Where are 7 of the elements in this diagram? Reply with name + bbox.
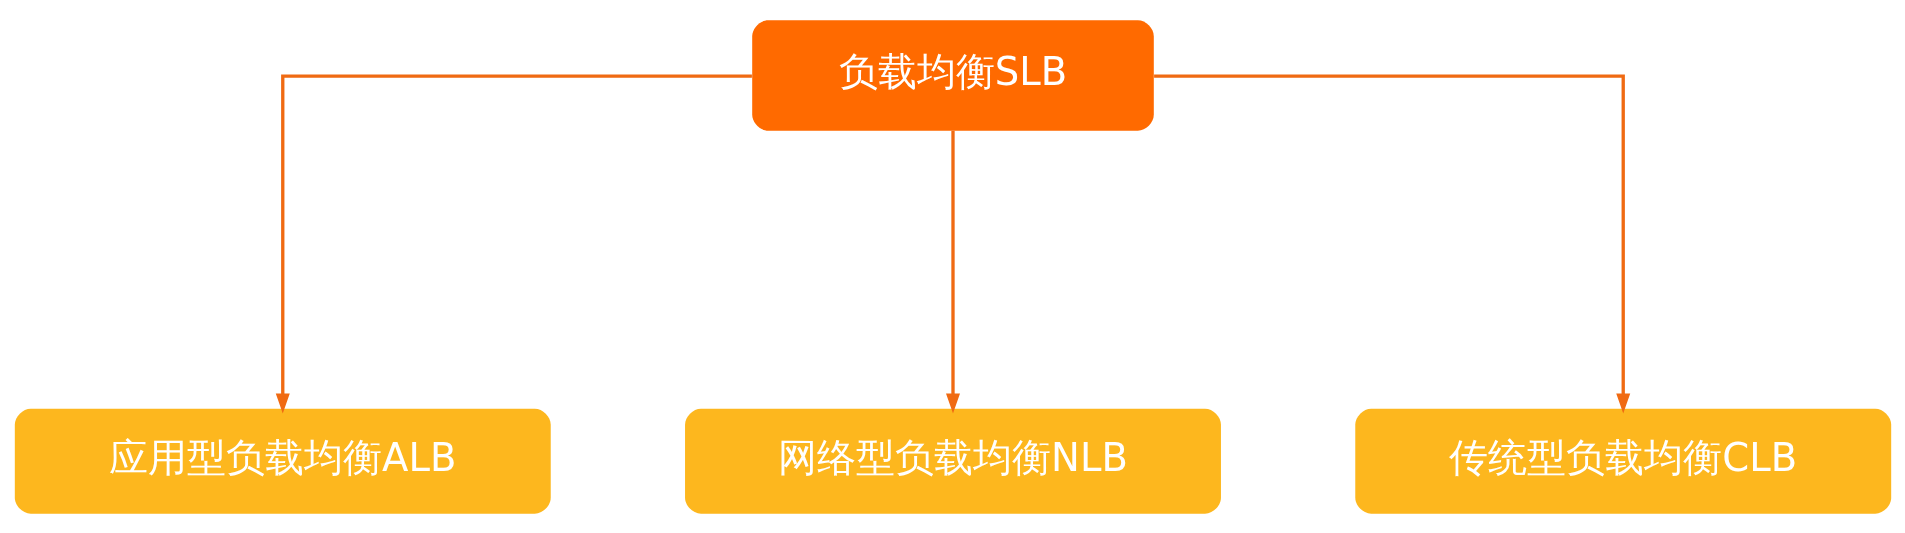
node-box: 负载均衡SLB: [751, 19, 1154, 131]
arrow: [1153, 74, 1630, 413]
node-box: 传统型负载均衡CLB: [1354, 408, 1891, 514]
node-box: 应用型负载均衡ALB: [14, 408, 551, 514]
arrow: [275, 74, 752, 413]
node-box: 网络型负载均衡NLB: [684, 408, 1221, 514]
arrow: [945, 130, 960, 413]
